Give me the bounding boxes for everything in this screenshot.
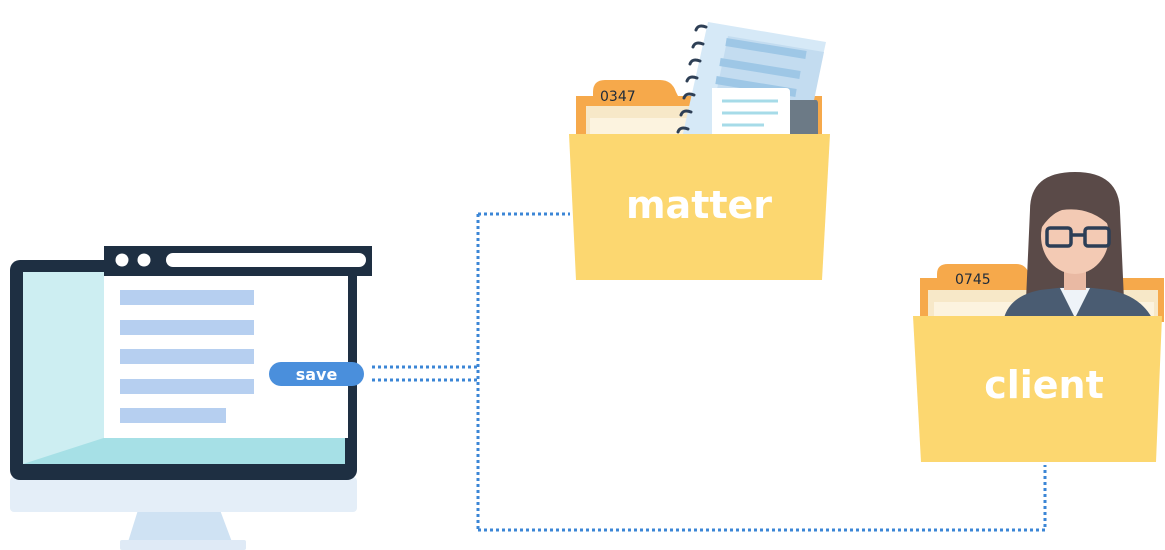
connector-to-client xyxy=(478,465,1047,532)
connector-lines xyxy=(372,212,1047,532)
doc-line xyxy=(120,349,254,364)
doc-line xyxy=(120,290,254,305)
window-dot-2 xyxy=(137,253,151,267)
matter-tab-number: 0347 xyxy=(600,89,636,105)
woman-with-glasses-icon xyxy=(1004,172,1152,318)
window-dot-1 xyxy=(115,253,129,267)
save-button[interactable]: save xyxy=(269,362,364,386)
doc-line xyxy=(120,408,226,423)
matter-folder: 0347 xyxy=(569,22,830,280)
address-bar xyxy=(166,253,366,267)
client-folder: 0745 client xyxy=(913,172,1164,462)
save-button-label: save xyxy=(296,365,338,384)
doc-line xyxy=(120,379,254,394)
matter-folder-title: matter xyxy=(626,183,772,227)
client-tab-number: 0745 xyxy=(955,272,991,288)
connector-save-to-branch xyxy=(372,365,478,382)
connector-to-matter xyxy=(476,212,570,530)
doc-line xyxy=(120,320,254,335)
document-window xyxy=(104,246,372,438)
client-folder-title: client xyxy=(984,363,1104,407)
